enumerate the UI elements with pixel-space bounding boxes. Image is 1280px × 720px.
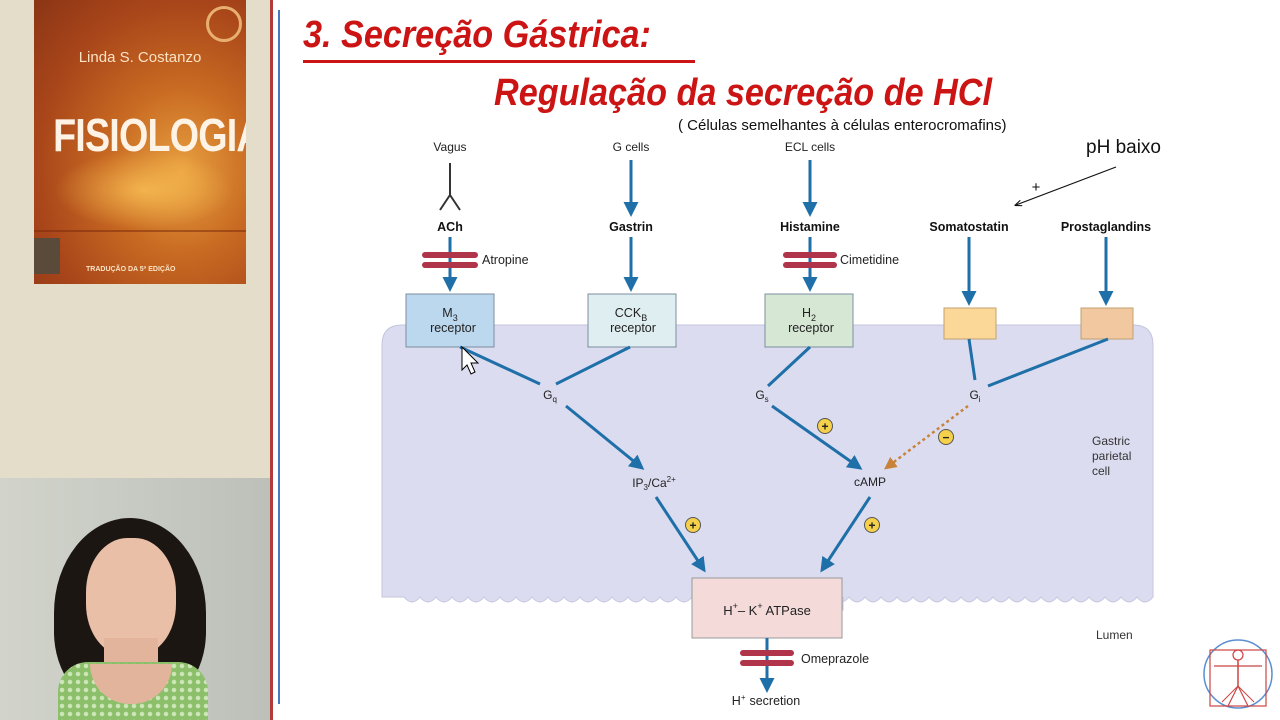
svg-text:receptor: receptor [430, 321, 476, 335]
link-h2-gs [766, 345, 812, 388]
blocker-atropine-icon [422, 252, 478, 268]
arrow-gq-ip3 [565, 404, 645, 470]
svg-text:M3: M3 [442, 306, 457, 323]
link-m3-gq [459, 345, 541, 386]
slide-title: 3. Secreção Gástrica: [303, 14, 651, 56]
ph-annotation: pH baixo [1086, 137, 1161, 158]
label-vagus: Vagus [433, 140, 466, 154]
arrow-camp-pump [820, 496, 872, 573]
sign-plus-ip3: + [685, 517, 701, 533]
publisher-logo-icon [34, 238, 60, 274]
sign-plus-gs: + [817, 418, 833, 434]
svg-text:+: + [821, 420, 828, 434]
title-underline [303, 60, 695, 63]
cell-label: Gastric parietal cell [1092, 434, 1135, 478]
arrow-gi-camp-inhibit [884, 405, 969, 470]
slide-margin-line [278, 10, 280, 704]
gprotein-gi: Gi [969, 388, 980, 404]
sign-plus-camp: + [864, 517, 880, 533]
link-pg-gi [987, 337, 1109, 388]
label-gastrin: Gastrin [609, 220, 653, 234]
cover-divider [34, 230, 246, 232]
gprotein-gq: Gq [543, 388, 557, 404]
label-somatostatin: Somatostatin [929, 220, 1008, 234]
svg-text:+: + [689, 519, 696, 533]
book-author: Linda S. Costanzo [78, 49, 202, 66]
svg-text:−: − [942, 431, 949, 445]
label-histamine: Histamine [780, 220, 840, 234]
label-prostaglandins: Prostaglandins [1061, 220, 1151, 234]
svg-text:+: + [868, 519, 875, 533]
publisher-seal-icon [206, 6, 242, 42]
label-lumen: Lumen [1096, 628, 1133, 642]
blocker-omeprazole-icon [740, 650, 794, 666]
label-omeprazole: Omeprazole [801, 652, 869, 666]
proton-pump: H+– K+ ATPase [691, 577, 843, 639]
label-g-cells: G cells [613, 140, 650, 154]
book-cover: Linda S. Costanzo FISIOLOGIA TRADUÇÃO DA… [34, 0, 246, 284]
receptor-prostaglandins [1080, 307, 1134, 340]
vitruvian-logo-icon [1203, 639, 1273, 709]
parietal-cell [381, 324, 1154, 611]
svg-text:H+– K+ ATPase: H+– K+ ATPase [723, 601, 811, 618]
arrow-ip3-pump [654, 496, 706, 573]
svg-text:receptor: receptor [788, 321, 834, 335]
ph-plus-sign: + [1032, 179, 1041, 196]
label-ach: ACh [437, 220, 463, 234]
svg-text:CCKB: CCKB [615, 306, 647, 323]
ecl-annotation: ( Células semelhantes à células enterocr… [678, 117, 1007, 134]
link-cckb-gq [555, 345, 631, 386]
messenger-camp: cAMP [854, 475, 886, 489]
link-sst-gi [967, 338, 977, 381]
gprotein-gs: Gs [755, 388, 768, 404]
messenger-ip3-ca: IP3/Ca2+ [632, 475, 676, 492]
arrow-ph-somatostatin [1016, 166, 1117, 205]
sign-minus-gi: − [938, 429, 954, 445]
webcam-presenter [0, 478, 272, 720]
label-ecl-cells: ECL cells [785, 140, 835, 154]
svg-text:receptor: receptor [610, 321, 656, 335]
presenter-face [86, 538, 176, 656]
left-panel: Linda S. Costanzo FISIOLOGIA TRADUÇÃO DA… [0, 0, 272, 720]
label-atropine: Atropine [482, 253, 529, 267]
svg-text:H2: H2 [802, 306, 816, 323]
book-edition: TRADUÇÃO DA 5ª EDIÇÃO [86, 266, 176, 273]
mouse-cursor-icon [461, 345, 480, 375]
receptor-somatostatin [943, 307, 997, 340]
arrow-gs-camp [771, 404, 863, 470]
receptor-cckb: CCKB receptor [587, 293, 677, 348]
vagus-nerve-ending-icon [439, 163, 461, 211]
label-cimetidine: Cimetidine [840, 253, 899, 267]
panel-divider [270, 0, 273, 720]
receptor-m3: M3 receptor [405, 293, 495, 348]
cover-glow [54, 150, 234, 230]
receptor-h2: H2 receptor [764, 293, 854, 348]
slide-subtitle: Regulação da secreção de HCl [494, 72, 993, 114]
label-h-secretion: H+secretion [732, 693, 800, 708]
book-title: FISIOLOGIA [53, 109, 246, 161]
blocker-cimetidine-icon [783, 252, 837, 268]
